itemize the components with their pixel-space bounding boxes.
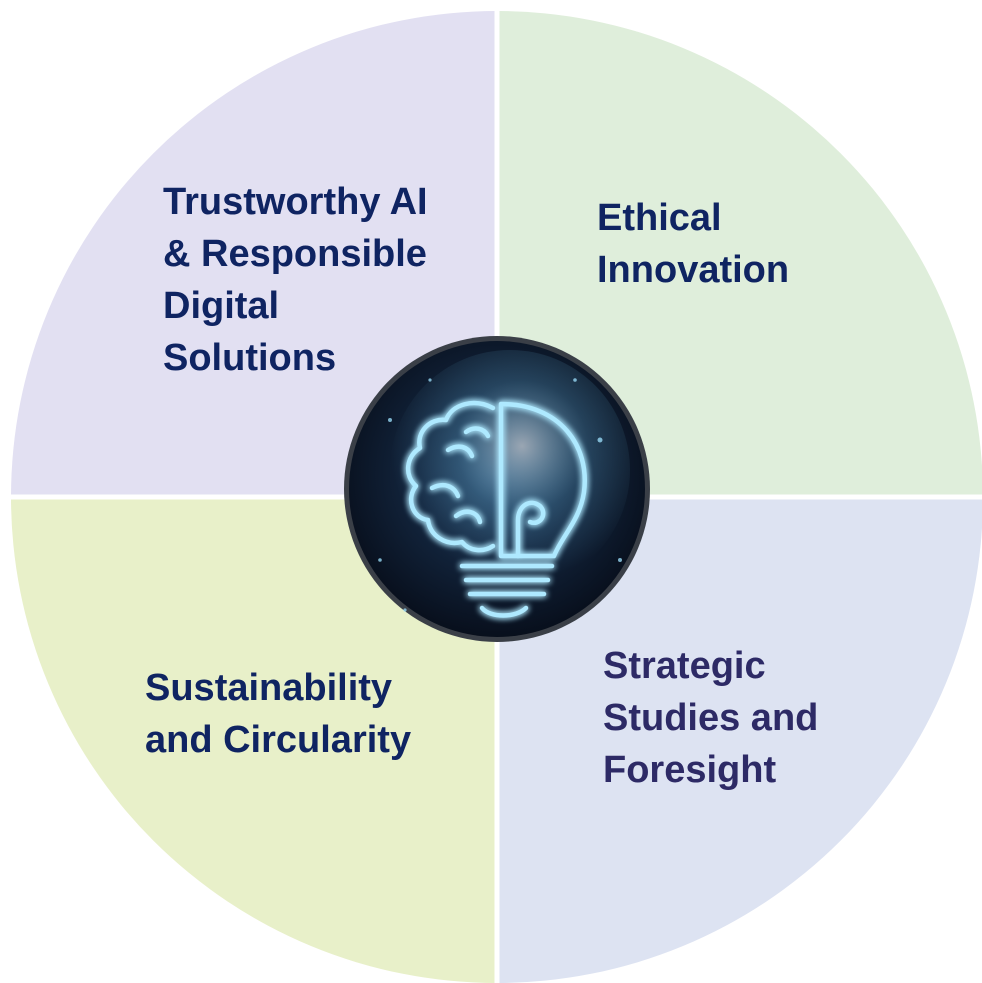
label-trustworthy-ai: Trustworthy AI & Responsible Digital Sol…: [163, 176, 428, 384]
label-line: Strategic: [603, 645, 766, 687]
quadrant-top-left: [11, 11, 497, 497]
label-ethical-innovation: Ethical Innovation: [597, 192, 789, 296]
label-line: & Responsible: [163, 233, 427, 275]
quadrant-bottom-left: [11, 497, 497, 983]
label-line: Studies and: [603, 697, 819, 739]
label-sustainability: Sustainability and Circularity: [145, 662, 411, 766]
quadrant-top-right: [497, 11, 982, 497]
label-line: and Circularity: [145, 719, 412, 761]
label-line: Ethical: [597, 197, 722, 239]
brain-lightbulb-icon: [406, 400, 587, 618]
label-line: Sustainability: [145, 667, 393, 709]
label-line: Solutions: [163, 337, 337, 379]
label-line: Digital: [163, 285, 280, 327]
label-line: Innovation: [597, 249, 790, 291]
label-strategic-studies: Strategic Studies and Foresight: [603, 640, 818, 796]
label-line: Foresight: [603, 749, 777, 791]
label-line: Trustworthy AI: [163, 181, 428, 223]
quadrant-bottom-right: [497, 497, 982, 983]
